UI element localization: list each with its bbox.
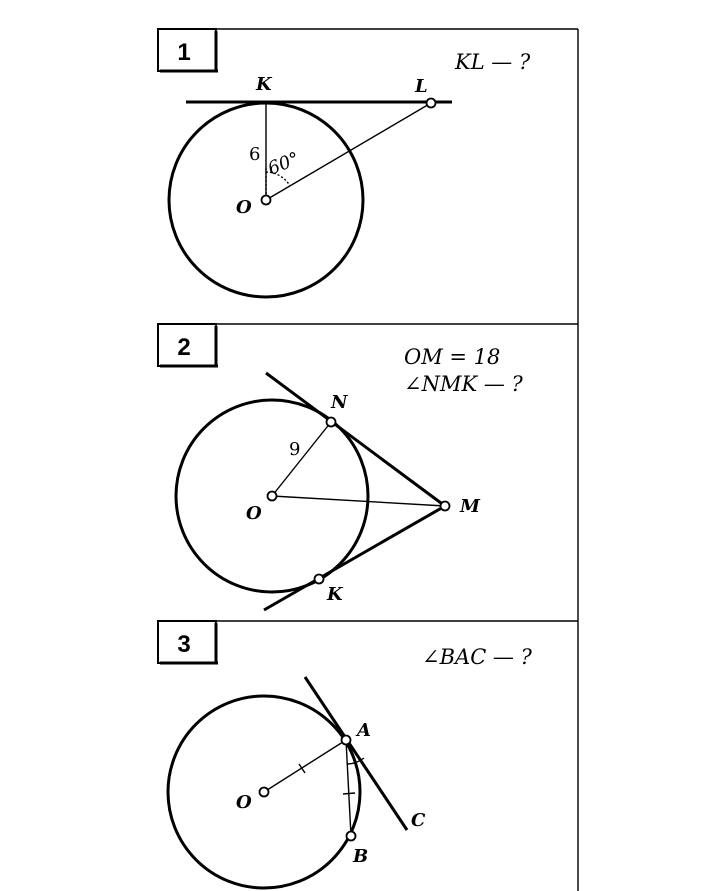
point-m (439, 500, 451, 512)
radius-label-2: 9 (289, 439, 300, 460)
radius-on (271, 421, 332, 497)
given-2: OM = 18 (404, 345, 500, 369)
label-o-1: O (236, 197, 252, 218)
point-a (340, 734, 352, 746)
point-o-2 (266, 490, 278, 502)
point-n (325, 416, 337, 428)
question-2: ∠NMK — ? (404, 372, 524, 396)
label-o-2: O (246, 503, 262, 524)
tangent-mk (263, 504, 446, 612)
point-o-1 (260, 194, 272, 206)
label-l: L (414, 76, 428, 97)
tangent-mn (265, 371, 446, 508)
segment-ol (265, 102, 432, 201)
problem-number-1: 1 (177, 39, 190, 66)
point-l (425, 97, 437, 109)
label-a: A (355, 720, 371, 741)
problem-number-3: 3 (177, 631, 190, 658)
segment-om (271, 495, 446, 507)
label-m: M (459, 496, 481, 517)
point-k-2 (313, 573, 325, 585)
problem-1: 1 KL — ? K L O 6 60° (157, 28, 531, 299)
label-o-3: O (236, 792, 252, 813)
tick-oa (298, 763, 306, 774)
angle-label-1: 60° (265, 148, 302, 179)
label-c: C (411, 810, 426, 831)
problem-2: 2 OM = 18 ∠NMK — ? N M K O 9 (157, 323, 524, 612)
chord-ab (345, 739, 352, 837)
number-box-1: 1 (157, 28, 218, 73)
label-k-1: K (255, 74, 273, 95)
circle-2 (174, 398, 370, 594)
tick-ab (342, 792, 356, 795)
label-k-2: K (326, 584, 344, 605)
tangent-ac (303, 676, 409, 831)
number-box-3: 3 (157, 620, 218, 665)
number-box-2: 2 (157, 323, 218, 368)
radius-label-1: 6 (249, 144, 260, 165)
point-o-3 (258, 786, 270, 798)
label-n: N (330, 392, 349, 413)
label-b: B (352, 846, 368, 867)
problem-number-2: 2 (177, 334, 190, 361)
circle-3 (166, 694, 362, 890)
radius-oa (263, 739, 347, 793)
angle-arc-bac (346, 757, 365, 765)
problem-3: 3 ∠BAC — ? A B C O (157, 620, 533, 890)
question-1: KL — ? (454, 50, 531, 74)
question-3: ∠BAC — ? (422, 645, 533, 669)
point-b (345, 830, 357, 842)
